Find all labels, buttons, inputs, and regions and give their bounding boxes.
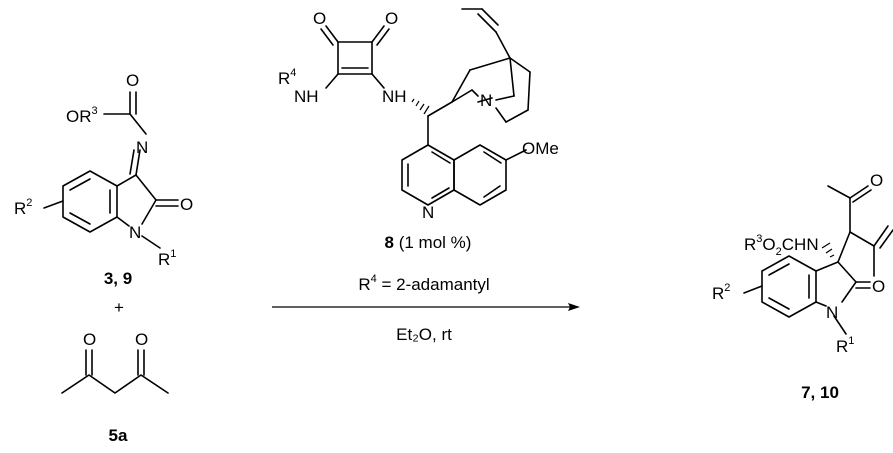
atom-nh-left: NH: [294, 87, 319, 106]
atom-o-lactam: O: [872, 277, 885, 296]
atom-n-ring: N: [129, 223, 141, 242]
compound-label-3-9: 3, 9: [104, 269, 132, 288]
atom-or3: OR3: [66, 105, 98, 126]
atom-o-squaramide-1: O: [313, 9, 326, 28]
condition-catalyst-substituent: R4 = 2-adamantyl: [358, 273, 489, 294]
atom-r3o2chn: R3O2CHN: [744, 233, 819, 258]
product-oxindole: R3O2CHN O O R2 N R1 7, 10: [712, 171, 893, 402]
atom-o-squaramide-2: O: [385, 9, 398, 28]
condition-solvent-temp: Et₂O, rt: [396, 325, 452, 344]
atom-r1: R1: [158, 248, 176, 269]
arrow-head: [568, 303, 580, 311]
atom-r4: R4: [278, 67, 296, 88]
catalyst-squaramide: O O R4 NH NH N N OMe 8 (1 mol %): [278, 8, 559, 252]
atom-n-ring: N: [826, 303, 838, 322]
plus-sign: +: [114, 298, 124, 317]
atom-o-left: O: [83, 330, 96, 349]
compound-label-7-10: 7, 10: [801, 383, 839, 402]
atom-o-lactam: O: [180, 195, 193, 214]
atom-n-quinoline: N: [422, 203, 434, 222]
atom-nh-right: NH: [382, 87, 407, 106]
atom-ome: OMe: [522, 139, 559, 158]
catalyst-label: 8 (1 mol %): [385, 233, 472, 252]
compound-label-5a: 5a: [109, 426, 128, 445]
atom-o-carbonyl: O: [126, 71, 139, 90]
atom-o-right: O: [135, 330, 148, 349]
atom-r2: R2: [14, 197, 32, 218]
reactant-isatin-imine: O OR3 N O R2 N R1 3, 9: [14, 71, 193, 288]
reaction-arrow-group: R4 = 2-adamantyl Et₂O, rt: [272, 273, 580, 344]
atom-o-acetyl-top: O: [870, 171, 883, 190]
reactant-acetylacetone: O O 5a: [61, 330, 169, 445]
atom-r2: R2: [712, 282, 730, 303]
atom-r1: R1: [836, 335, 854, 356]
atom-n-quinuclidine: N: [480, 91, 492, 110]
benzene-ring: [62, 170, 118, 233]
atom-n-imine: N: [136, 138, 148, 157]
